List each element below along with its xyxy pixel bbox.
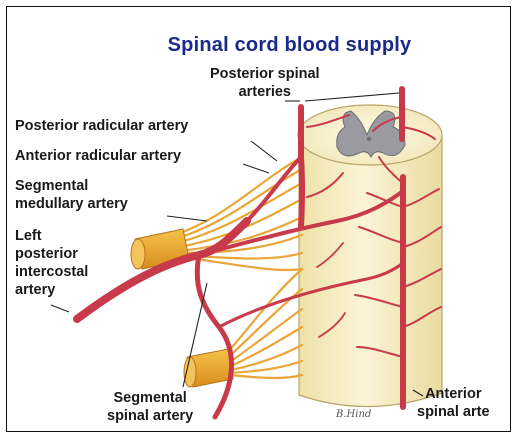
artist-signature: B.Hind bbox=[336, 409, 371, 420]
nerve-roots bbox=[175, 157, 302, 378]
label-posterior-radicular-artery: Posterior radicular artery bbox=[15, 117, 188, 135]
label-anterior-radicular-artery: Anterior radicular artery bbox=[15, 147, 181, 165]
label-posterior-spinal-arteries: Posterior spinal arteries bbox=[210, 65, 320, 101]
label-anterior-spinal-artery: Anterior spinal arte bbox=[417, 385, 490, 421]
diagram-title: Spinal cord blood supply bbox=[7, 34, 511, 57]
diagram-frame: Spinal cord blood supply Posterior spina… bbox=[6, 6, 511, 432]
label-left-posterior-intercostal-artery: Left posterior intercostal artery bbox=[15, 227, 88, 299]
label-segmental-spinal-artery: Segmental spinal artery bbox=[107, 389, 193, 425]
label-segmental-medullary-artery: Segmental medullary artery bbox=[15, 177, 128, 213]
spinal-cord bbox=[298, 105, 442, 407]
